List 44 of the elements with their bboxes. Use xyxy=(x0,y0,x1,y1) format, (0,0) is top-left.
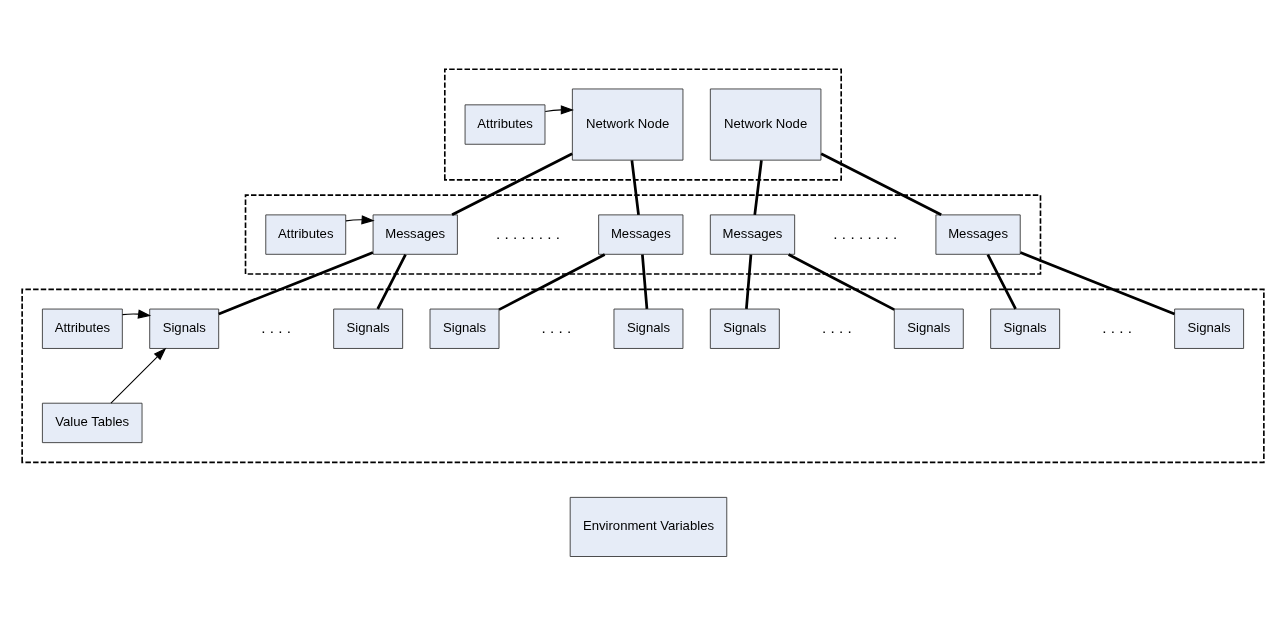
arrow xyxy=(344,215,375,225)
node-box: Signals xyxy=(709,308,780,349)
connector xyxy=(640,254,648,310)
connector xyxy=(376,254,407,310)
label: . . . . . . . . xyxy=(832,224,897,242)
cluster xyxy=(244,194,1041,275)
arrow xyxy=(109,347,166,404)
connector xyxy=(986,254,1017,310)
connector xyxy=(450,152,573,216)
node-box: Network Node xyxy=(571,88,683,161)
node-box: Signals xyxy=(613,308,683,349)
cluster xyxy=(20,288,1265,464)
connector xyxy=(752,160,763,216)
node-box: Attributes xyxy=(264,214,346,255)
node-box: Signals xyxy=(893,308,964,349)
label: . . . . xyxy=(260,318,291,336)
connector xyxy=(744,254,752,310)
connector xyxy=(217,251,373,316)
label: . . . . xyxy=(1101,318,1132,336)
connector xyxy=(787,253,895,311)
connector xyxy=(1019,251,1175,316)
label: . . . . xyxy=(821,318,852,336)
node-box: Network Node xyxy=(709,88,821,161)
node-box: Value Tables xyxy=(41,402,142,444)
node-box: Signals xyxy=(332,308,403,349)
arrow xyxy=(121,309,151,319)
node-box: Environment Variables xyxy=(569,496,727,557)
connector xyxy=(497,253,605,311)
node-box: Messages xyxy=(934,214,1021,255)
node-box: Attributes xyxy=(41,308,123,349)
node-box: Signals xyxy=(148,308,219,349)
node-box: Messages xyxy=(597,214,683,255)
node-box: Messages xyxy=(709,214,795,255)
label: . . . . . . . . xyxy=(495,224,560,242)
arrow xyxy=(544,105,574,115)
label: . . . . xyxy=(541,318,571,336)
node-box: Signals xyxy=(429,308,499,349)
node-box: Attributes xyxy=(464,104,545,145)
node-box: Signals xyxy=(989,308,1060,349)
connector xyxy=(820,152,942,216)
cluster xyxy=(443,68,842,181)
connector xyxy=(630,160,640,216)
node-box: Signals xyxy=(1173,308,1244,349)
node-box: Messages xyxy=(372,214,458,255)
